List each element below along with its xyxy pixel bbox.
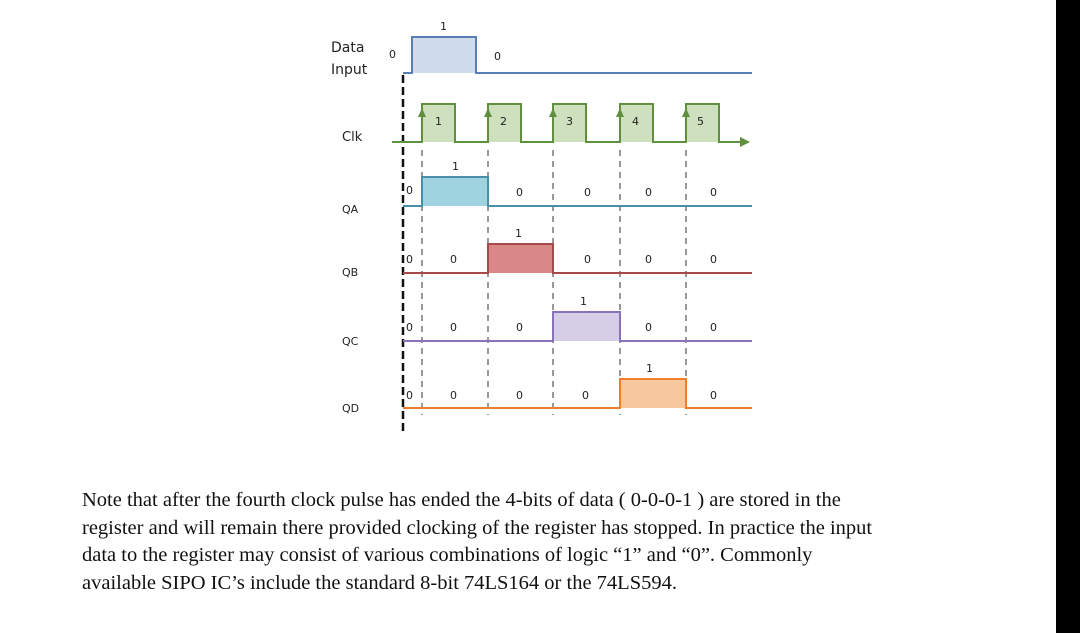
clock-waveform	[392, 103, 750, 147]
qb-waveform	[403, 243, 752, 274]
data-input-label-line2: Input	[331, 62, 368, 78]
qa-high-value: 1	[452, 160, 459, 173]
qa-after-value-1: 0	[516, 186, 523, 199]
qb-after-value-3: 0	[710, 253, 717, 266]
qd-before-value-3: 0	[582, 389, 589, 402]
qd-initial-value: 0	[406, 389, 413, 402]
data-input-high-fill	[412, 37, 476, 73]
qa-after-value-4: 0	[710, 186, 717, 199]
qd-before-value-1: 0	[450, 389, 457, 402]
qd-waveform	[403, 378, 752, 409]
rising-edge-arrow-icon	[549, 108, 557, 117]
qc-before-value-1: 0	[450, 321, 457, 334]
qc-line	[403, 311, 752, 342]
data-input-waveform	[403, 36, 752, 74]
qb-label: QB	[342, 266, 358, 279]
clock-arrow-icon	[740, 137, 750, 147]
qd-before-value-2: 0	[516, 389, 523, 402]
clock-pulse-label-2: 2	[500, 115, 507, 128]
qa-initial-value: 0	[406, 184, 413, 197]
rising-edge-arrow-icon	[484, 108, 492, 117]
rising-edge-arrow-icon	[418, 108, 426, 117]
data-input-line	[403, 36, 752, 74]
qa-label: QA	[342, 203, 359, 216]
qc-high-value: 1	[580, 295, 587, 308]
clock-pulse-label-3: 3	[566, 115, 573, 128]
qc-after-value-1: 0	[645, 321, 652, 334]
qb-after-value-1: 0	[584, 253, 591, 266]
data-input-after-value: 0	[494, 50, 501, 63]
qd-high-value: 1	[646, 362, 653, 375]
sipo-timing-diagram: Data Input Clk QA QB QC QD 0 1 0	[331, 20, 752, 432]
page: Data Input Clk QA QB QC QD 0 1 0	[0, 0, 1056, 633]
data-input-label-line1: Data	[331, 40, 364, 56]
note-line: register and will remain there provided …	[82, 516, 873, 539]
rising-edge-arrow-icon	[616, 108, 624, 117]
note-line: data to the register may consist of vari…	[82, 544, 813, 566]
clock-pulse-label-4: 4	[632, 115, 639, 128]
qd-line	[403, 378, 752, 409]
note-line: available SIPO IC’s include the standard…	[82, 571, 677, 594]
qb-line	[403, 243, 752, 274]
qd-label: QD	[342, 402, 359, 415]
clock-pulse-label-1: 1	[435, 115, 442, 128]
qc-label: QC	[342, 335, 359, 348]
qa-after-value-2: 0	[584, 186, 591, 199]
qd-after-value-1: 0	[710, 389, 717, 402]
qb-before-value-1: 0	[450, 253, 457, 266]
note-paragraph: Note that after the fourth clock pulse h…	[82, 487, 1022, 597]
qb-initial-value: 0	[406, 253, 413, 266]
qb-after-value-2: 0	[645, 253, 652, 266]
data-input-high-value: 1	[440, 20, 447, 33]
qb-high-value: 1	[515, 227, 522, 240]
qc-waveform	[403, 311, 752, 342]
qa-waveform	[403, 176, 752, 207]
qc-before-value-2: 0	[516, 321, 523, 334]
qa-after-value-3: 0	[645, 186, 652, 199]
qa-line	[403, 176, 752, 207]
note-line: Note that after the fourth clock pulse h…	[82, 489, 841, 511]
qc-initial-value: 0	[406, 321, 413, 334]
clock-pulse-label-5: 5	[697, 115, 704, 128]
clk-label: Clk	[342, 130, 363, 145]
clock-line	[392, 103, 740, 143]
data-input-initial-value: 0	[389, 48, 396, 61]
rising-edge-arrow-icon	[682, 108, 690, 117]
qc-after-value-2: 0	[710, 321, 717, 334]
